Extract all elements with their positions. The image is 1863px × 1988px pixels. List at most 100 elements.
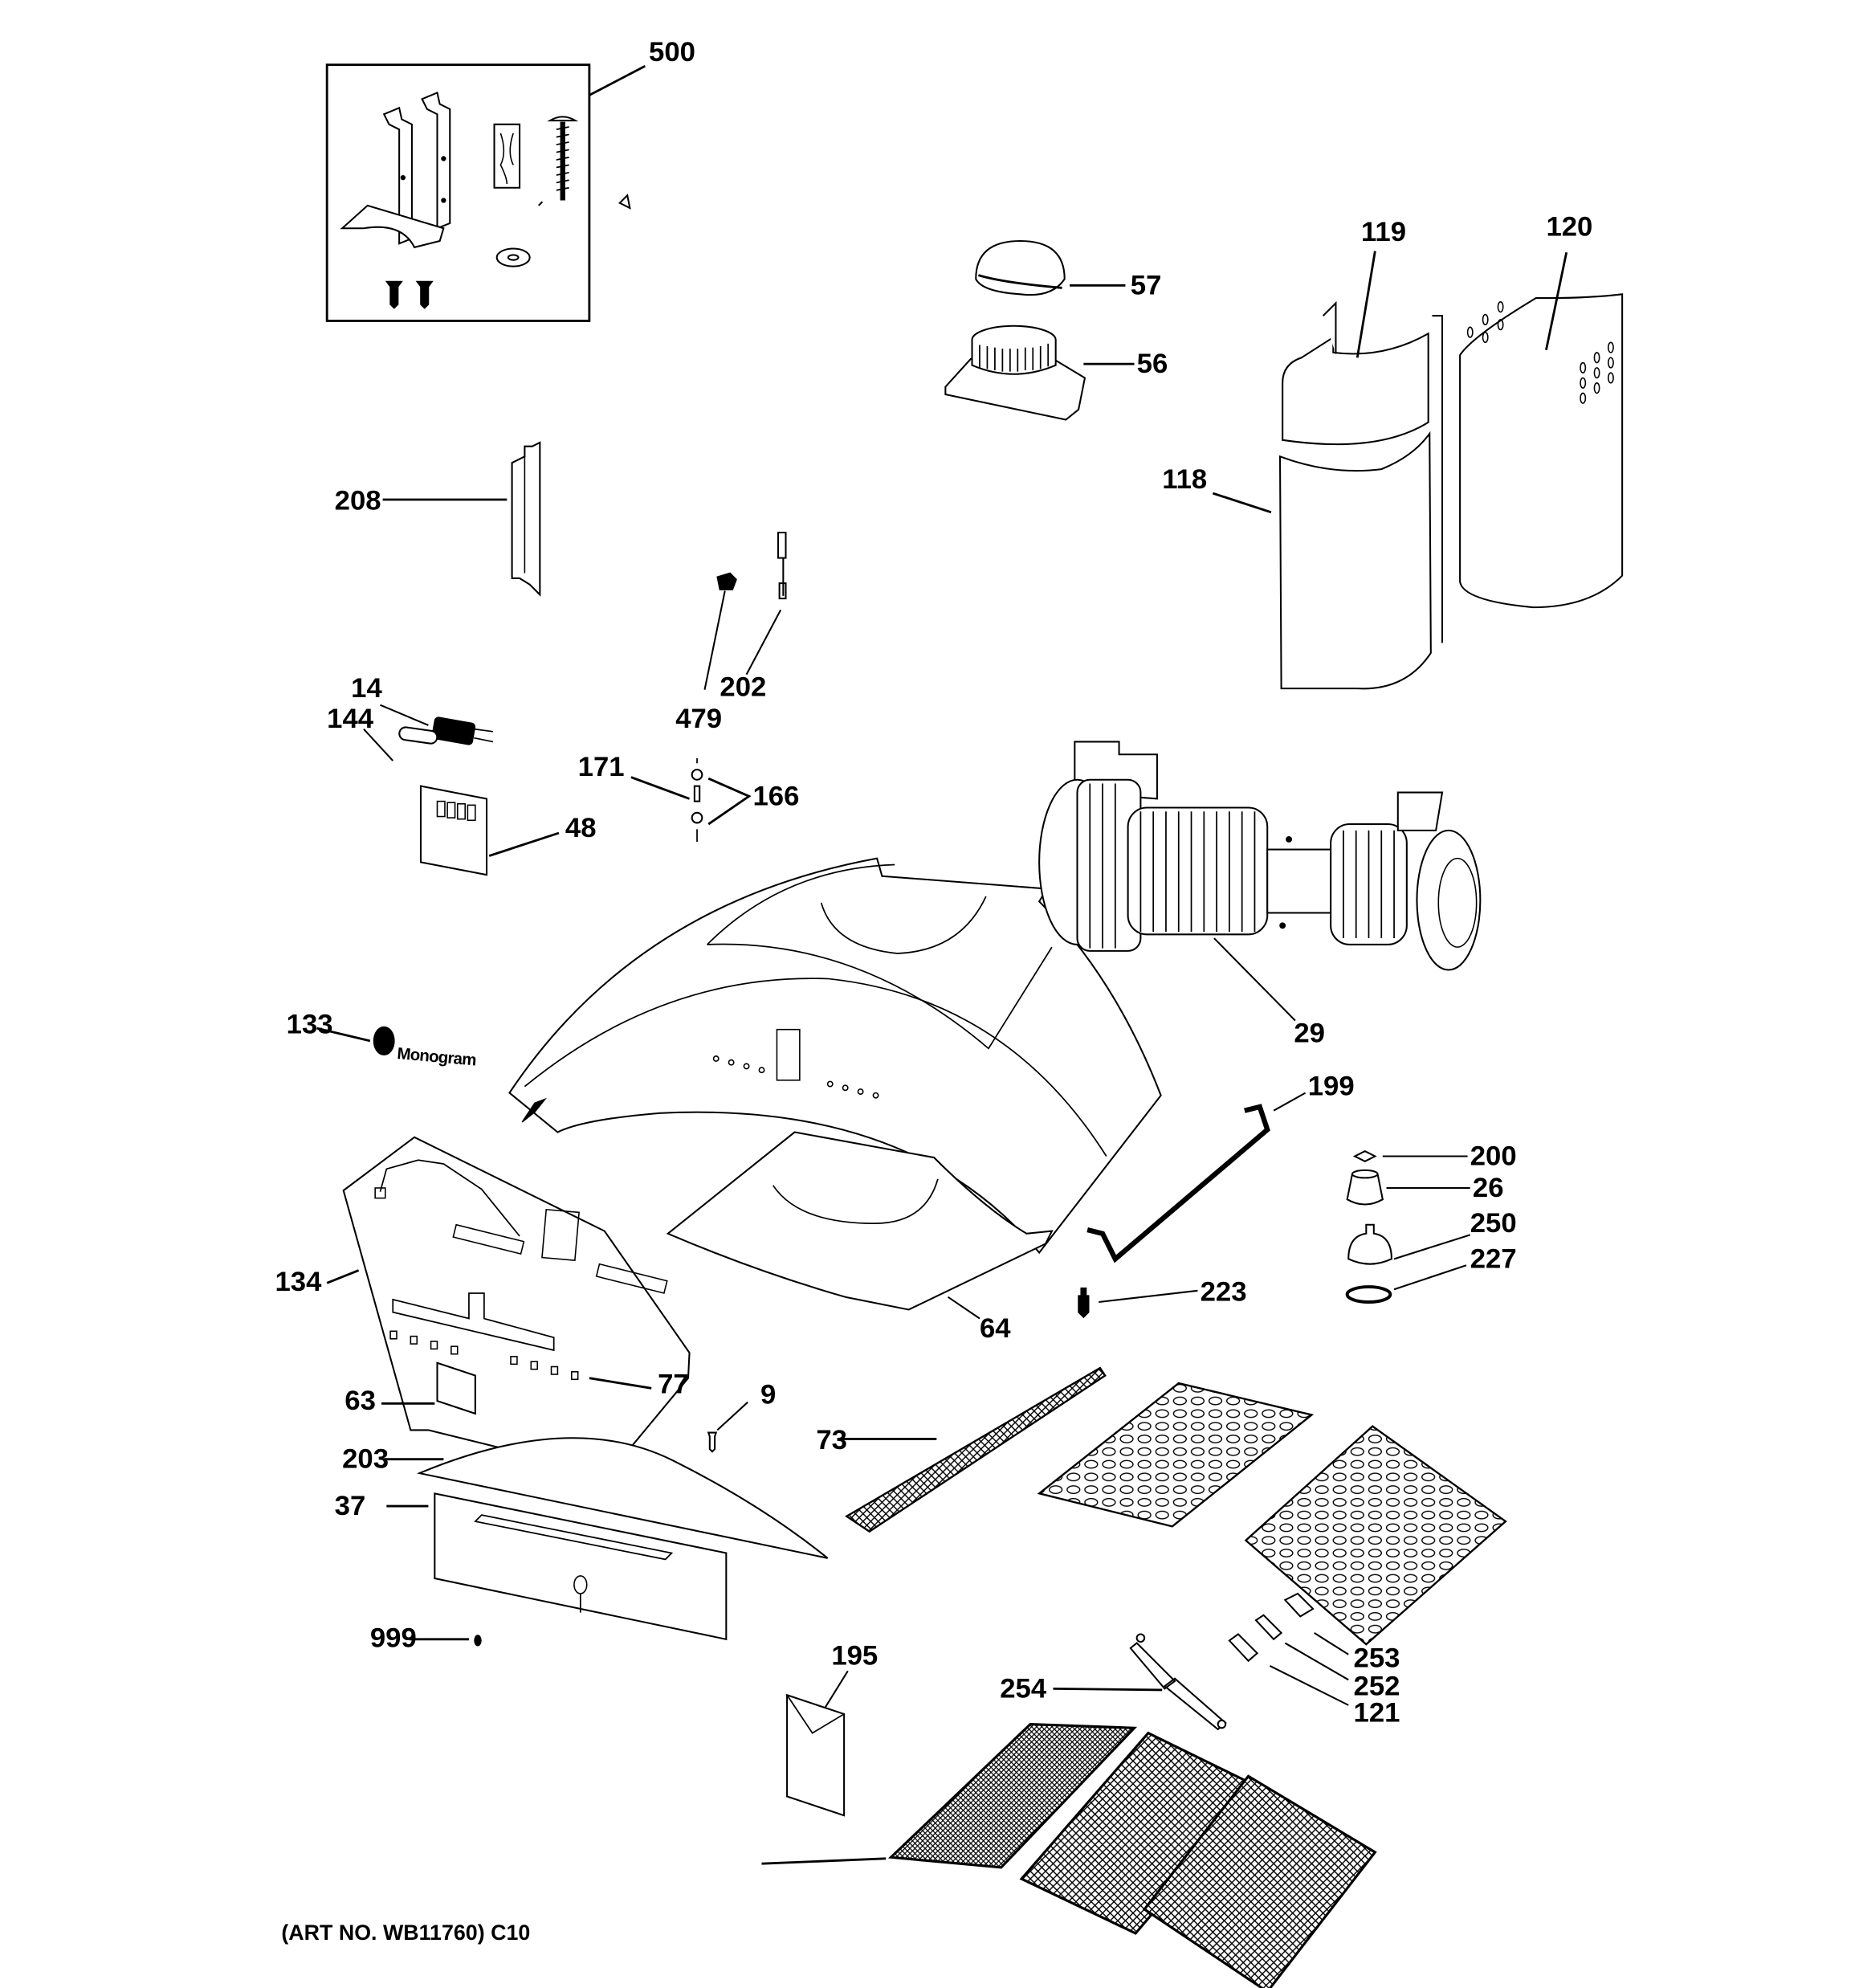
- lamp-socket-icon: [1228, 1633, 1259, 1663]
- connectors: 479 202: [675, 531, 787, 734]
- callout-199: 200: [1470, 1141, 1517, 1172]
- callout-133: 199: [1308, 1072, 1355, 1102]
- callout-252: 121: [1354, 1697, 1400, 1728]
- callout-144: 144: [327, 704, 374, 734]
- envelope-icon: [786, 1693, 846, 1817]
- callout-166: 48: [565, 813, 597, 843]
- charcoal-filter-icon: [887, 1722, 1138, 1869]
- damper-cap-icon: [975, 240, 1066, 296]
- tiny-clip-icon: [618, 194, 631, 210]
- callout-250: 227: [1470, 1243, 1517, 1274]
- transformer-icon: [511, 441, 541, 597]
- lamp-parts: 253 252 121: [1228, 1592, 1400, 1728]
- lamp-holder-icon: [1254, 1614, 1283, 1641]
- callout-29: 133: [287, 1009, 333, 1039]
- callout-73: 203: [342, 1444, 389, 1475]
- callout-171: 166: [752, 781, 799, 811]
- control-panel-icon: [342, 1136, 691, 1476]
- grease-filters-9: 73: [816, 1366, 1507, 1646]
- lamp-socket-housing-icon: [1346, 1173, 1384, 1206]
- screw-icon: [474, 1635, 482, 1647]
- lamp-clip-icon: [1352, 1150, 1377, 1162]
- fuse-cap-icon: [691, 769, 703, 781]
- fuse-assembly: 171 166: [578, 752, 799, 843]
- screw-63: 9: [707, 1379, 776, 1453]
- callout-119: 119: [1361, 217, 1406, 247]
- transformer-208: 208: [335, 441, 541, 597]
- blower-housing-icon: [1127, 806, 1269, 936]
- callout-118: 118: [1162, 464, 1207, 495]
- screw-pair-icon: [385, 280, 434, 309]
- grease-filter-icon: [845, 1366, 1107, 1533]
- hardware-kit-500: 500: [325, 37, 695, 322]
- callout-57: 57: [1131, 270, 1162, 300]
- blower-motor-icon: [1266, 848, 1339, 914]
- latch-icon: [521, 1097, 548, 1123]
- callout-37: 999: [370, 1623, 417, 1653]
- hood-bottom-icon: [666, 1131, 1054, 1311]
- callout-77: 63: [344, 1386, 376, 1416]
- grease-filter-icon: [1037, 1382, 1315, 1528]
- knob-134: 223: [1078, 1276, 1247, 1319]
- callout-9: 73: [816, 1425, 847, 1455]
- capacitor-icon: [431, 716, 476, 745]
- callout-195: 254: [1000, 1673, 1047, 1704]
- filter-bracket-icon: [1129, 1642, 1227, 1731]
- callout-223: 77: [658, 1370, 689, 1400]
- callout-208: 208: [335, 486, 381, 516]
- vent-holes-icon: [1466, 300, 1614, 404]
- callout-500: 500: [649, 37, 695, 67]
- control-label-icon: [436, 1361, 476, 1415]
- front-panel-icon: [434, 1492, 728, 1641]
- callout-64: 64: [980, 1313, 1011, 1344]
- callout-227: 134: [275, 1267, 322, 1297]
- blower-48: 48 29: [1038, 741, 1482, 1048]
- damper-assembly: 57 56: [944, 240, 1168, 421]
- retaining-ring-icon: [1345, 1285, 1392, 1304]
- callout-202: 202: [720, 672, 766, 703]
- wall-anchor-icon: [493, 123, 521, 189]
- callout-999: 195: [831, 1640, 878, 1671]
- terminal-icon: [1283, 1592, 1315, 1618]
- callout-56: 56: [1137, 349, 1168, 379]
- brand-badge: Monogram: [397, 1044, 477, 1069]
- lamp-assembly: 200 26 250 227: [1345, 1141, 1517, 1304]
- fuse-icon: [693, 785, 701, 802]
- knob-icon: [1078, 1287, 1090, 1319]
- nameplate-29: 133 Monogram: [287, 1009, 477, 1069]
- callout-253: 252: [1354, 1671, 1400, 1701]
- callout-254: 253: [1354, 1643, 1400, 1674]
- screw-37: 999: [370, 1623, 482, 1653]
- callout-200: 26: [1473, 1173, 1504, 1203]
- logo-dot-icon: [373, 1026, 395, 1056]
- small-clip-icon: [538, 201, 544, 206]
- wire-harness-icon: [777, 531, 787, 600]
- mount-plate-icon: [340, 204, 445, 249]
- screw-icon: [707, 1431, 718, 1453]
- front-trim-73: 203: [342, 1437, 829, 1559]
- control-board-icon: [419, 785, 488, 876]
- clip-icon: [398, 726, 438, 745]
- callout-14: 14: [351, 673, 382, 704]
- label-77: 63: [344, 1361, 476, 1416]
- callout-48-label: 29: [1294, 1018, 1325, 1048]
- blower-wheel-right-icon: [1416, 829, 1482, 971]
- callout-170: 171: [578, 752, 625, 782]
- callout-63: 9: [760, 1379, 776, 1410]
- grease-filter-icon: [1244, 1425, 1507, 1646]
- art-number-footer: (ART NO. WB11760) C10: [281, 1921, 530, 1945]
- control-electronics: 14 144 48: [327, 673, 597, 876]
- duct-covers: 119 118 120: [1162, 212, 1624, 690]
- upper-duct-cover-icon: [1282, 332, 1429, 446]
- front-panel-203: 37: [335, 1491, 728, 1641]
- callout-134: 223: [1201, 1276, 1247, 1307]
- control-holes-icon: [712, 1055, 879, 1099]
- callout-120: 120: [1546, 212, 1592, 243]
- halogen-lamp-icon: [1347, 1223, 1392, 1265]
- connector-icon: [716, 572, 737, 590]
- long-screw-icon: [547, 116, 579, 201]
- fuse-holder-icon: [691, 811, 703, 824]
- hood-canopy-icon: [508, 857, 1162, 1255]
- literature-999: 195: [786, 1640, 878, 1817]
